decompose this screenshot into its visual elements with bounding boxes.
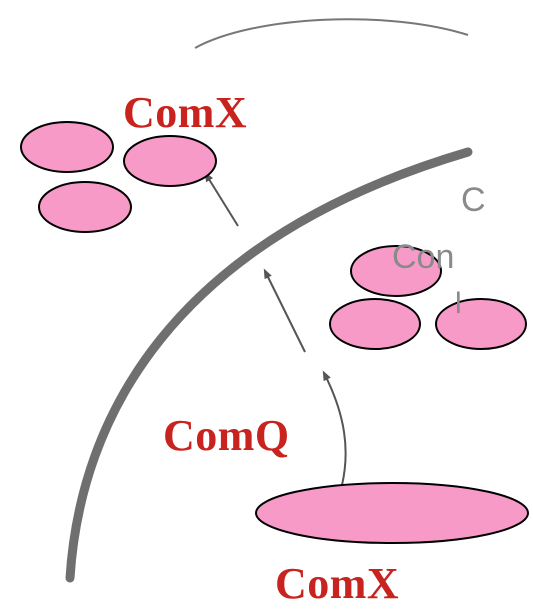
processed-peptide-ellipse-1 <box>350 245 442 297</box>
processed-peptide-ellipse-3 <box>435 298 527 350</box>
label-comx-top: ComX <box>123 88 248 137</box>
comx-peptide-ellipse-2 <box>123 135 217 187</box>
arrow-export-to-outside <box>204 171 239 227</box>
processed-peptide-ellipse-2 <box>329 298 421 350</box>
partial-text-glyph-2: Con <box>392 238 455 276</box>
comx-peptide-ellipse-3 <box>38 181 132 233</box>
partial-text-glyph-3: l <box>455 287 462 320</box>
label-comx-bottom: ComX <box>275 559 400 608</box>
cell-membrane-curve <box>65 147 473 583</box>
partial-text-glyph-1: C <box>461 181 486 219</box>
label-comq: ComQ <box>163 411 290 460</box>
arrow-processing-to-export <box>263 268 306 353</box>
comx-peptide-ellipse-1 <box>20 121 114 173</box>
precursor-comx-ellipse <box>255 482 529 544</box>
outer-boundary-arc <box>194 18 469 49</box>
arrow-precursor-to-processing <box>322 370 347 486</box>
